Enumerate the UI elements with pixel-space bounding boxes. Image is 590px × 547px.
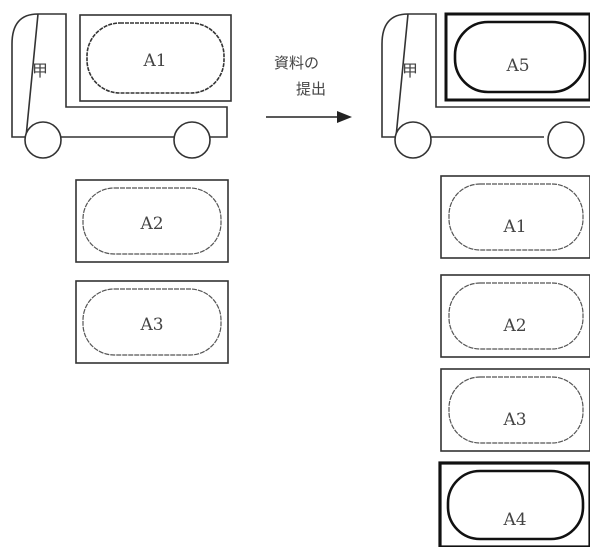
left-container-a3: A3 — [75, 280, 229, 364]
left-truck — [11, 13, 232, 159]
right-container-a4-label: A4 — [502, 510, 526, 530]
right-container-a1: A1 — [440, 175, 590, 259]
right-truck — [381, 13, 590, 159]
arrow-caption-line2: 提出 — [296, 80, 326, 98]
right-container-a4: A4 — [438, 461, 590, 547]
left-truck-container-label: A1 — [142, 51, 166, 71]
right-container-a3-label: A3 — [502, 410, 526, 430]
left-truck-body — [11, 13, 228, 138]
right-truck-rear-wheel — [394, 121, 432, 159]
left-container-a2: A2 — [75, 179, 229, 263]
left-container-a3-label: A3 — [139, 315, 163, 335]
left-truck-container-tank — [86, 22, 225, 94]
right-truck-body — [381, 13, 590, 138]
right-container-a1-label: A1 — [502, 217, 526, 237]
right-container-a3: A3 — [440, 368, 590, 452]
left-truck-rear-wheel — [24, 121, 62, 159]
right-truck-container-a5 — [444, 12, 590, 102]
right-truck-container-label: A5 — [505, 56, 529, 76]
left-truck-container-frame — [79, 14, 232, 102]
right-container-a2-label: A2 — [502, 316, 526, 336]
left-truck-owner-label: 甲 — [32, 61, 48, 80]
right-container-a2: A2 — [440, 274, 590, 358]
left-truck-front-wheel — [173, 121, 211, 159]
arrow-caption-line1: 資料の — [274, 54, 319, 72]
transfer-arrow — [266, 111, 352, 123]
right-truck-owner-label: 甲 — [402, 61, 418, 80]
left-container-a2-label: A2 — [139, 214, 163, 234]
right-truck-front-wheel — [547, 121, 585, 159]
